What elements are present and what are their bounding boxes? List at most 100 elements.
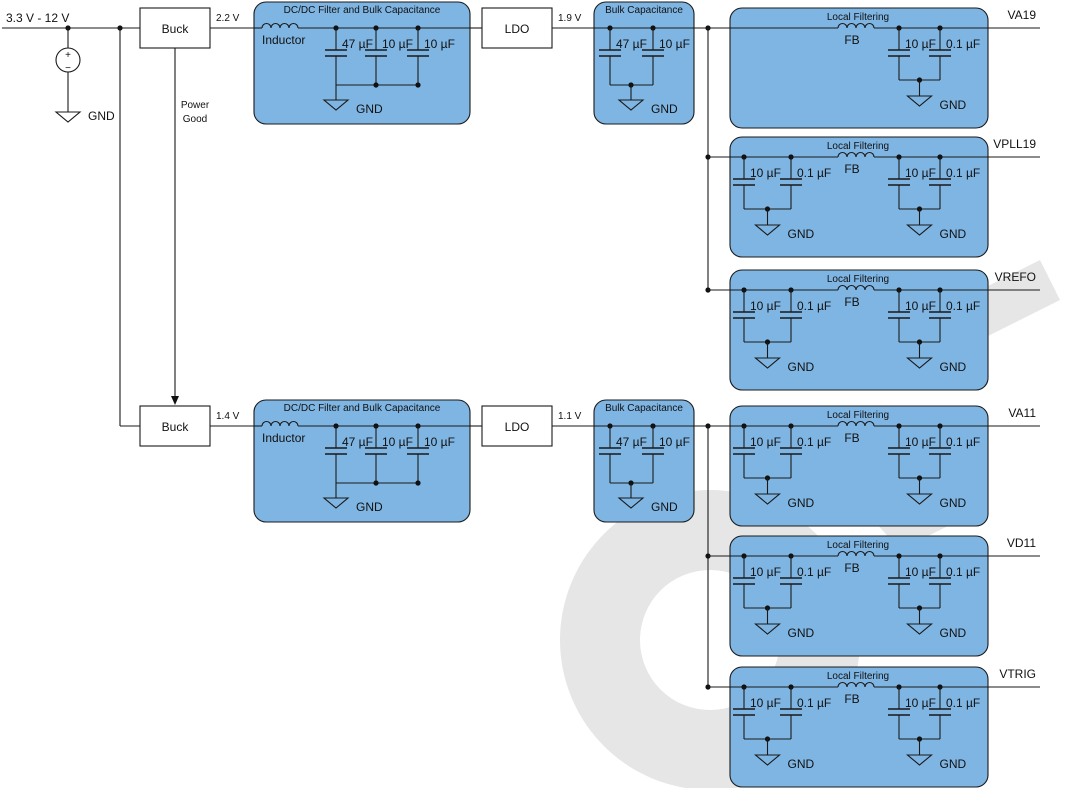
capacitor-value: 0.1 µF (946, 565, 980, 579)
output-rail-name: VA19 (1008, 8, 1037, 22)
power-good-label: Power (181, 100, 210, 111)
bulk-title: Bulk Capacitance (605, 5, 683, 16)
buck-converter: Buck (139, 7, 211, 49)
gnd-label: GND (788, 626, 815, 640)
ferrite-bead-label: FB (844, 561, 859, 575)
local-filtering-title: Local Filtering (827, 274, 889, 285)
output-rail-name: VPLL19 (993, 137, 1036, 151)
dcdc-filter-panel: DC/DC Filter and Bulk CapacitanceInducto… (253, 1, 471, 125)
gnd-label: GND (651, 102, 678, 116)
gnd-label: GND (940, 496, 967, 510)
plus-sign: + (65, 50, 71, 61)
capacitor-value: 47 µF (342, 435, 373, 449)
output-rail-name: VA11 (1008, 406, 1036, 420)
ferrite-bead-symbol (837, 681, 875, 688)
bulk-panel-bg (593, 1, 695, 125)
ldo-output-voltage: 1.9 V (558, 13, 582, 24)
capacitor-value: 10 µF (750, 299, 781, 313)
capacitor-value: 10 µF (424, 435, 455, 449)
ferrite-bead-symbol (837, 284, 875, 291)
junction-dot (415, 82, 421, 88)
buck-converter: Buck (139, 405, 211, 447)
ferrite-bead-symbol (837, 151, 875, 158)
ground-symbol (905, 623, 934, 635)
ground-symbol (753, 357, 782, 369)
input-gnd-label: GND (88, 109, 115, 123)
junction-dot (373, 82, 379, 88)
ldo-regulator-outline (481, 405, 553, 447)
ground-symbol (905, 493, 934, 505)
capacitor-value: 10 µF (382, 435, 413, 449)
ground-symbol (617, 497, 645, 509)
ferrite-bead-symbol (837, 22, 875, 29)
capacitor-value: 0.1 µF (946, 37, 980, 51)
gnd-label: GND (940, 227, 967, 241)
junction-dot (415, 480, 421, 486)
capacitor-value: 0.1 µF (797, 696, 831, 710)
gnd-label: GND (788, 227, 815, 241)
ground-symbol (54, 111, 82, 123)
bulk-title: Bulk Capacitance (605, 403, 683, 414)
ferrite-bead-label: FB (844, 692, 859, 706)
buck-output-voltage: 1.4 V (216, 411, 240, 422)
gnd-label: GND (940, 98, 967, 112)
capacitor-value: 47 µF (342, 37, 373, 51)
filter-title: DC/DC Filter and Bulk Capacitance (284, 5, 441, 16)
local-filter-panel-bg (729, 666, 989, 788)
input-voltage-label: 3.3 V - 12 V (6, 11, 69, 25)
ferrite-bead-label: FB (844, 162, 859, 176)
capacitor-value: 10 µF (750, 696, 781, 710)
capacitor-value: 47 µF (616, 435, 647, 449)
ground-symbol (905, 224, 934, 236)
filter-panel-bg (253, 1, 471, 125)
ldo-regulator-outline (481, 7, 553, 49)
ldo-regulator-label: LDO (505, 22, 530, 36)
local-filter-panel-bg (729, 405, 989, 527)
ldo-regulator-label: LDO (505, 420, 530, 434)
ground-symbol (905, 754, 934, 766)
capacitor-value: 0.1 µF (946, 299, 980, 313)
capacitor-value: 0.1 µF (797, 166, 831, 180)
buck-output-voltage: 2.2 V (216, 13, 240, 24)
output-rail-name: VD11 (1007, 536, 1036, 550)
capacitor-value: 10 µF (905, 435, 936, 449)
local-filtering-title: Local Filtering (827, 410, 889, 421)
local-filtering-title: Local Filtering (827, 540, 889, 551)
local-filter-panel-bg (729, 535, 989, 657)
output-rail-name: VREFO (995, 270, 1036, 284)
arrow-icon (171, 396, 179, 405)
gnd-label: GND (940, 626, 967, 640)
minus-sign: − (65, 63, 71, 74)
ground-symbol (753, 224, 782, 236)
gnd-label: GND (651, 500, 678, 514)
buck-converter-outline (139, 7, 211, 49)
buck-converter-label: Buck (162, 420, 190, 434)
junction-dot (373, 480, 379, 486)
gnd-label: GND (788, 757, 815, 771)
capacitor-value: 10 µF (750, 435, 781, 449)
capacitor-value: 0.1 µF (946, 696, 980, 710)
ferrite-bead-symbol (837, 420, 875, 427)
capacitor-value: 0.1 µF (797, 435, 831, 449)
capacitor-value: 10 µF (750, 565, 781, 579)
capacitor-value: 10 µF (750, 166, 781, 180)
ground-symbol (905, 95, 934, 107)
inductor-label: Inductor (262, 33, 305, 47)
gnd-label: GND (788, 360, 815, 374)
capacitor-value: 10 µF (905, 37, 936, 51)
ground-symbol (617, 99, 645, 111)
capacitor-value: 0.1 µF (946, 166, 980, 180)
rail-0: Buck 2.2 V DC/DC Filter and Bulk Capacitan… (139, 1, 730, 293)
capacitor-value: 10 µF (905, 166, 936, 180)
ferrite-bead-label: FB (844, 295, 859, 309)
ldo-output-voltage: 1.1 V (558, 411, 582, 422)
gnd-label: GND (356, 500, 383, 514)
